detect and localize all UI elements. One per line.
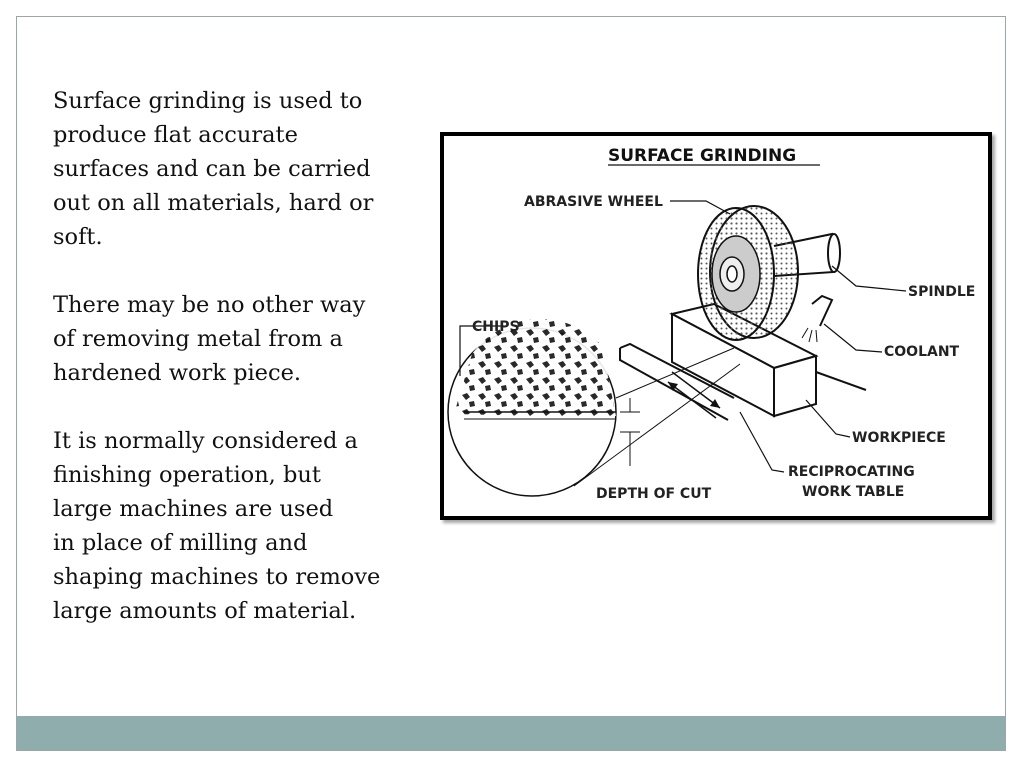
paragraph-finishing: It is normally considered a finishing op… [53, 428, 381, 624]
footer-bar [17, 716, 1005, 750]
coolant-nozzle [801, 294, 834, 343]
label-abrasive-wheel: ABRASIVE WHEEL [524, 194, 663, 210]
label-depth-of-cut: DEPTH OF CUT [596, 486, 712, 502]
paragraph-hardened: There may be no other way of removing me… [53, 292, 366, 386]
body-text: Surface grinding is used to produce flat… [53, 84, 433, 628]
label-workpiece: WORKPIECE [852, 430, 946, 446]
label-work-table: WORK TABLE [802, 484, 904, 500]
motion-arrows [667, 371, 721, 419]
label-chips: CHIPS [472, 319, 520, 335]
leader-lines [459, 200, 907, 473]
label-spindle: SPINDLE [908, 284, 975, 300]
figure-title: SURFACE GRINDING [608, 146, 796, 166]
label-coolant: COOLANT [884, 344, 960, 360]
depth-of-cut-marker [620, 398, 640, 466]
label-reciprocating: RECIPROCATING [788, 464, 915, 480]
surface-grinding-figure: SURFACE GRINDING [440, 132, 992, 520]
abrasive-wheel-shape [697, 205, 799, 341]
chips-magnified-view [447, 318, 741, 497]
paragraph-intro: Surface grinding is used to produce flat… [53, 88, 374, 250]
surface-grinding-diagram: SURFACE GRINDING [447, 146, 975, 502]
